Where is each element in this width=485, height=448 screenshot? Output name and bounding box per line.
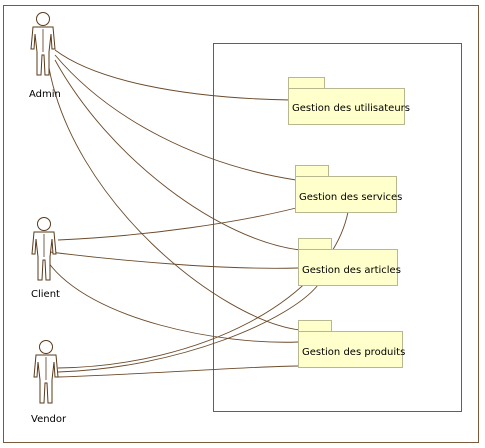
actor-head-icon [37, 217, 51, 231]
actor-label-client: Client [31, 289, 60, 300]
association-admin-articles[interactable] [54, 59, 301, 251]
actor-admin[interactable] [30, 12, 56, 76]
package-tab [298, 238, 332, 250]
package-tab [288, 77, 325, 89]
actor-head-icon [36, 12, 50, 26]
actor-client[interactable] [31, 217, 57, 281]
actor-head-icon [39, 340, 53, 354]
package-body [298, 249, 398, 286]
package-body [288, 88, 405, 125]
association-admin-services[interactable] [54, 54, 297, 181]
association-client-produits[interactable] [47, 261, 299, 343]
package-body [298, 331, 403, 368]
actor-vendor[interactable] [33, 340, 59, 404]
package-label: Gestion des produits [302, 347, 405, 358]
package-label: Gestion des utilisateurs [292, 103, 410, 114]
package-utilisateurs[interactable]: Gestion des utilisateurs [288, 77, 411, 125]
package-tab [298, 320, 332, 332]
package-tab [295, 165, 329, 177]
package-services[interactable]: Gestion des services [295, 165, 403, 213]
package-label: Gestion des articles [302, 265, 401, 276]
system-boundary [213, 43, 462, 412]
association-vendor-articles[interactable] [57, 284, 319, 373]
associations [47, 49, 349, 378]
association-client-services[interactable] [57, 207, 297, 241]
package-label: Gestion des services [299, 192, 402, 203]
association-vendor-services[interactable] [57, 211, 349, 369]
association-vendor-produits[interactable] [57, 365, 299, 378]
actor-label-admin: Admin [29, 89, 61, 100]
package-produits[interactable]: Gestion des produits [298, 320, 406, 368]
association-admin-produits[interactable] [47, 61, 301, 331]
association-admin-utilisateurs[interactable] [54, 49, 291, 101]
actor-label-vendor: Vendor [31, 414, 67, 425]
package-body [295, 176, 397, 213]
outer-frame [3, 5, 479, 443]
package-articles[interactable]: Gestion des articles [298, 238, 401, 286]
association-client-articles[interactable] [49, 251, 299, 269]
